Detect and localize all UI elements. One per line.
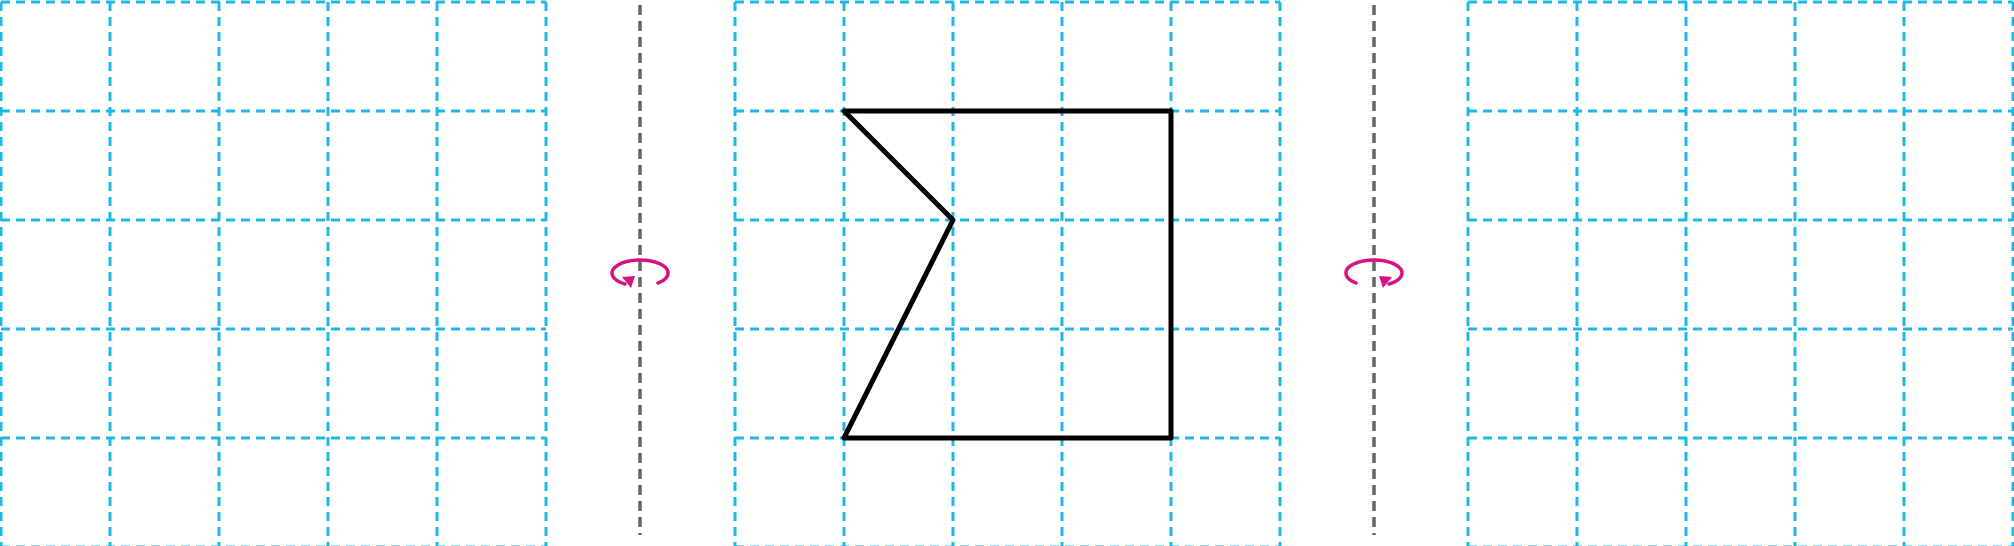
rotation-arrowhead-icon (1379, 276, 1392, 288)
rotation-arrow-icon (610, 258, 670, 286)
center-grid (733, 0, 1282, 546)
axes-layer (610, 5, 1404, 535)
rotation-arrow-icon (1344, 258, 1404, 286)
rotation-arrowhead-icon (622, 276, 635, 288)
right-grid (1466, 0, 2014, 546)
shapes-layer (841, 108, 1174, 441)
right-axis (1344, 5, 1404, 535)
flag-shape (841, 108, 1174, 441)
left-axis (610, 5, 670, 535)
left-grid (0, 0, 548, 546)
